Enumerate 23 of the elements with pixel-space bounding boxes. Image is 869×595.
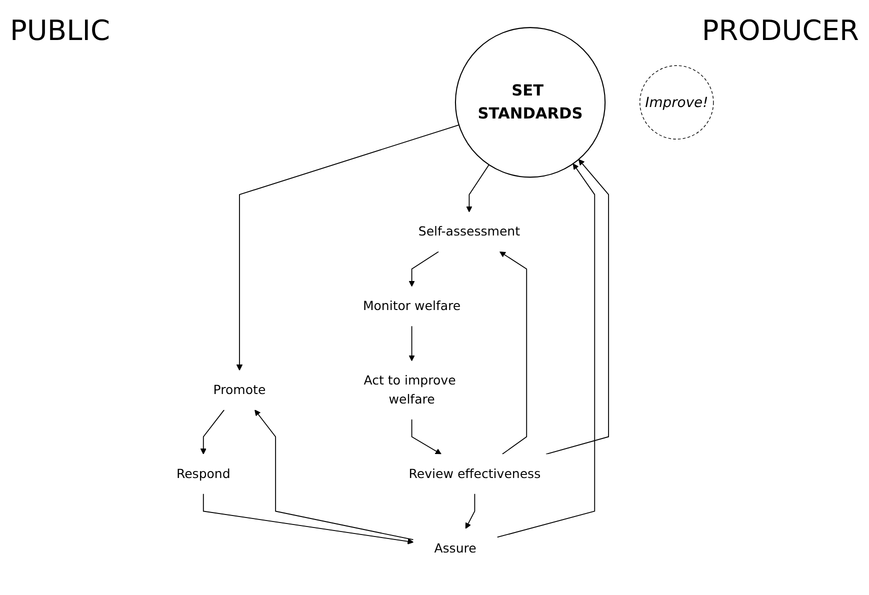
side-heading: PUBLIC: [10, 14, 110, 47]
arrow: [408, 325, 415, 361]
node-circle: SET STANDARDS: [454, 26, 606, 178]
node-text: Promote: [213, 382, 266, 397]
node-text: Self-assessment: [418, 224, 520, 239]
arrow: [202, 492, 414, 544]
node-text: Assure: [434, 540, 476, 556]
node-text: Respond: [176, 466, 230, 481]
node-text: Act to improve welfare: [364, 372, 456, 406]
arrow: [408, 250, 440, 286]
arrow: [500, 250, 528, 454]
arrow: [546, 158, 609, 454]
arrow: [496, 163, 596, 538]
node-text: Review effectiveness: [408, 466, 541, 481]
node-circle: Improve!: [640, 64, 714, 140]
arrow: [466, 164, 490, 212]
arrow: [200, 409, 225, 454]
node-text: Monitor welfare: [362, 298, 461, 314]
arrow: [465, 492, 476, 528]
side-heading: PRODUCER: [702, 14, 859, 47]
arrow: [236, 124, 460, 370]
arrow: [254, 409, 414, 540]
arrow: [411, 418, 442, 454]
